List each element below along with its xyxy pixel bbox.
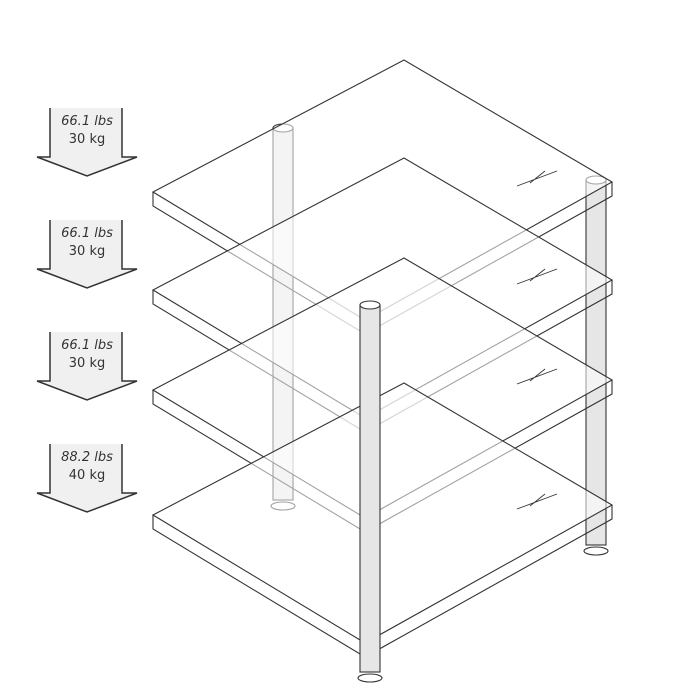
load-arrow: 66.1 lbs 30 kg [36,332,138,401]
load-kg: 30 kg [69,356,105,371]
glass-reflection-icon [516,493,558,510]
glass-reflection-icon [516,368,558,385]
load-arrow: 66.1 lbs 30 kg [36,220,138,289]
glass-reflection-icon [516,170,558,187]
arrow-shape [36,220,138,289]
arrow-shape [36,444,138,513]
arrow-shape [36,332,138,401]
load-lbs: 66.1 lbs [61,114,113,129]
rack-post [357,300,383,683]
load-kg: 30 kg [69,132,105,147]
load-lbs: 66.1 lbs [61,226,113,241]
load-lbs: 88.2 lbs [61,450,113,465]
load-lbs: 66.1 lbs [61,338,113,353]
glass-reflection-icon [516,268,558,285]
load-arrow: 88.2 lbs 40 kg [36,444,138,513]
load-kg: 30 kg [69,244,105,259]
arrow-shape [36,108,138,177]
load-kg: 40 kg [69,468,105,483]
load-arrow: 66.1 lbs 30 kg [36,108,138,177]
